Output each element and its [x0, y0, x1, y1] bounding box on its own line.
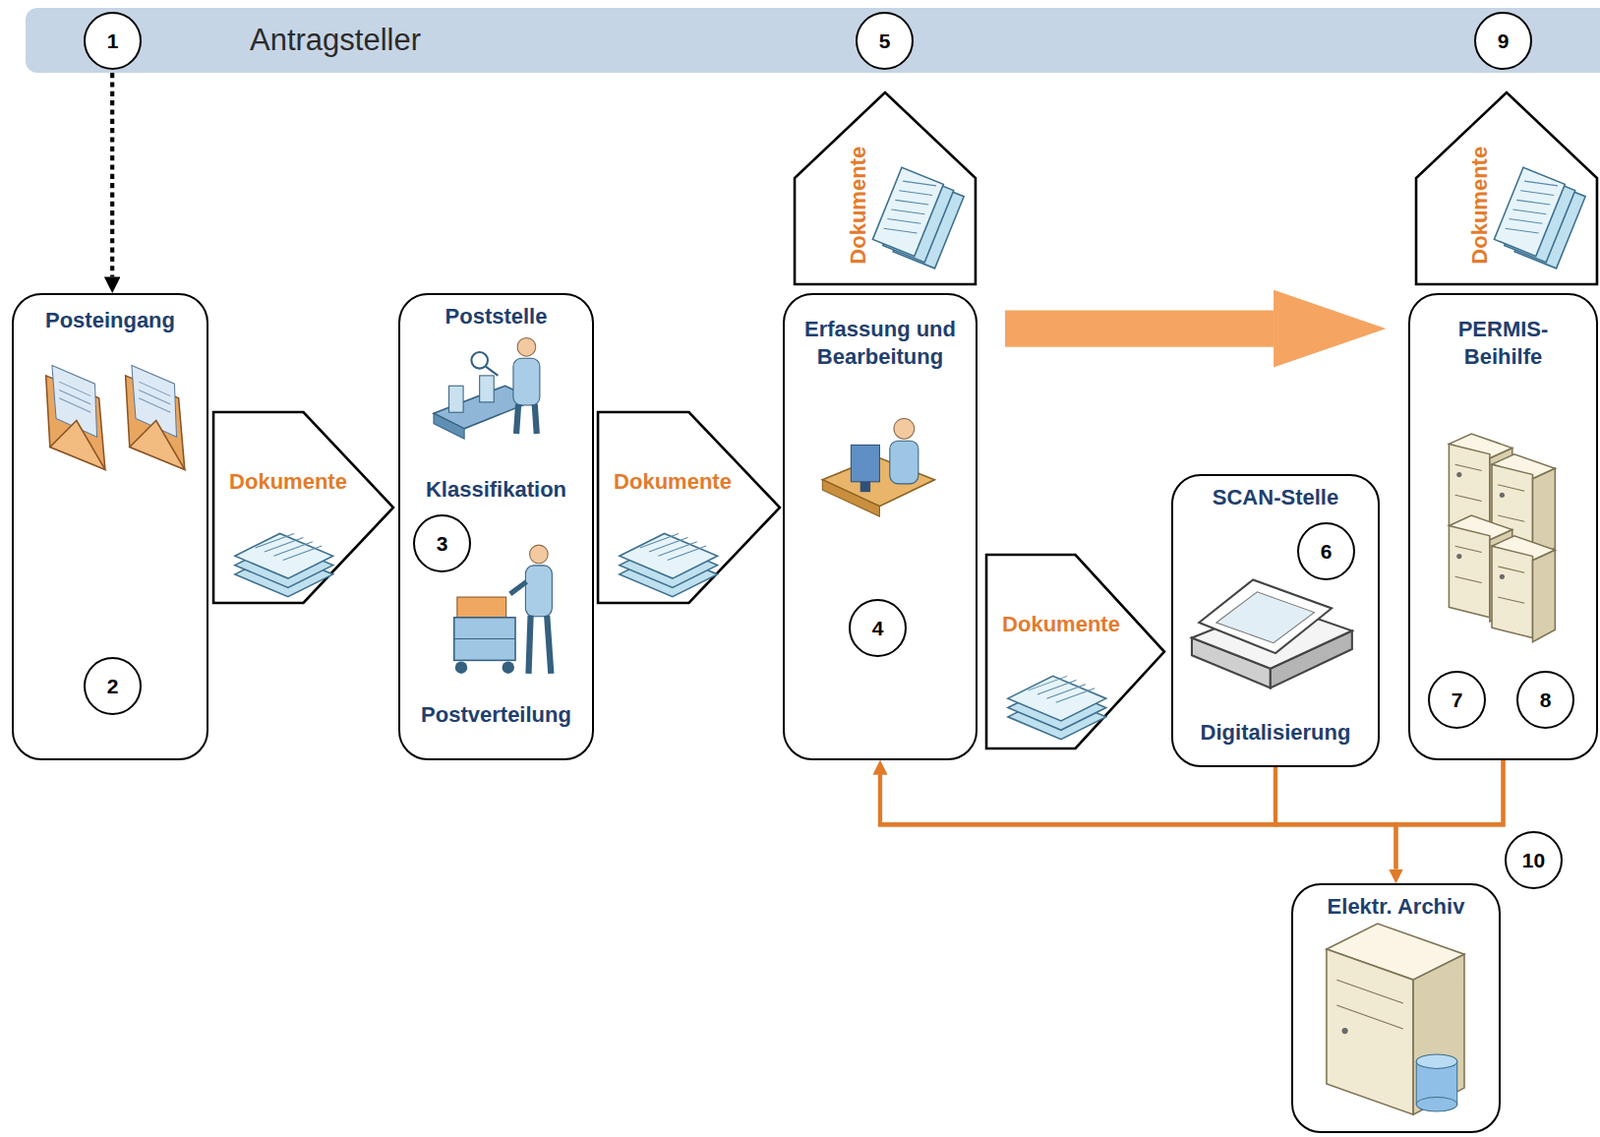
shape-outline: [1415, 91, 1599, 286]
box-subtitle: Postverteilung: [405, 701, 588, 729]
document-flow-shape: Dokumente: [985, 553, 1166, 750]
flow-line: [880, 767, 1276, 825]
envelope-icon: [46, 365, 106, 471]
shape-outline: [793, 91, 977, 286]
flow-line: [1396, 760, 1504, 869]
document-label: Dokumente: [1466, 128, 1494, 283]
lane-title: Antragsteller: [249, 21, 421, 60]
box-subtitle: Digitalisierung: [1179, 718, 1373, 747]
box-heading: SCAN-Stelle: [1179, 483, 1373, 512]
flow-line: [880, 760, 1503, 825]
shape-outline: [212, 411, 395, 604]
document-stack-icon: [1007, 675, 1107, 739]
callout-number: 5: [855, 11, 914, 70]
callout-number: 3: [413, 514, 472, 573]
document-stack-icon: [619, 533, 718, 596]
block-arrow: [1005, 309, 1274, 347]
document-label: Dokumente: [844, 128, 873, 283]
swimlane-band: Antragsteller: [25, 7, 1600, 73]
document-store-shape: Dokumente: [793, 91, 977, 286]
process-box: SCAN-StelleDigitalisierung: [1171, 474, 1380, 768]
shape-outline: [985, 553, 1166, 750]
scanner-icon: [1191, 579, 1353, 688]
box-heading: Erfassung und Bearbeitung: [789, 315, 971, 370]
box-heading: Posteingang: [18, 306, 202, 335]
sorting-worker-icon: [433, 337, 540, 439]
shape-outline: [596, 411, 781, 604]
document-stack-icon: [235, 533, 334, 596]
process-box: Elektr. Archiv: [1291, 883, 1501, 1133]
server-icon: [1448, 433, 1555, 643]
cart-worker-icon: [454, 544, 553, 674]
document-label: Dokumente: [985, 610, 1137, 639]
callout-number: 8: [1516, 670, 1575, 729]
dotted-arrow: [110, 72, 115, 277]
document-label: Dokumente: [596, 468, 749, 496]
box-heading: Elektr. Archiv: [1299, 892, 1494, 921]
document-flow-shape: Dokumente: [212, 411, 395, 604]
flow-line: [1275, 767, 1397, 869]
box-heading: PERMIS-Beihilfe: [1436, 315, 1570, 370]
envelope-icon: [125, 365, 185, 471]
callout-number: 1: [83, 11, 142, 70]
callout-number: 2: [83, 656, 142, 715]
box-subtitle: Klassifikation: [405, 475, 588, 504]
callout-number: 10: [1504, 830, 1563, 889]
clerk-desk-icon: [822, 417, 935, 517]
document-store-shape: Dokumente: [1415, 91, 1599, 286]
process-box: Erfassung und Bearbeitung: [782, 293, 978, 761]
callout-number: 9: [1474, 11, 1533, 70]
box-heading: Poststelle: [405, 302, 588, 331]
document-label: Dokumente: [212, 468, 364, 496]
document-stack-icon: [1493, 167, 1586, 269]
callout-number: 7: [1427, 670, 1486, 729]
document-stack-icon: [872, 167, 964, 269]
callout-number: 4: [848, 598, 907, 657]
document-flow-shape: Dokumente: [596, 411, 781, 604]
archive-server-icon: [1326, 923, 1465, 1115]
callout-number: 6: [1297, 522, 1356, 581]
